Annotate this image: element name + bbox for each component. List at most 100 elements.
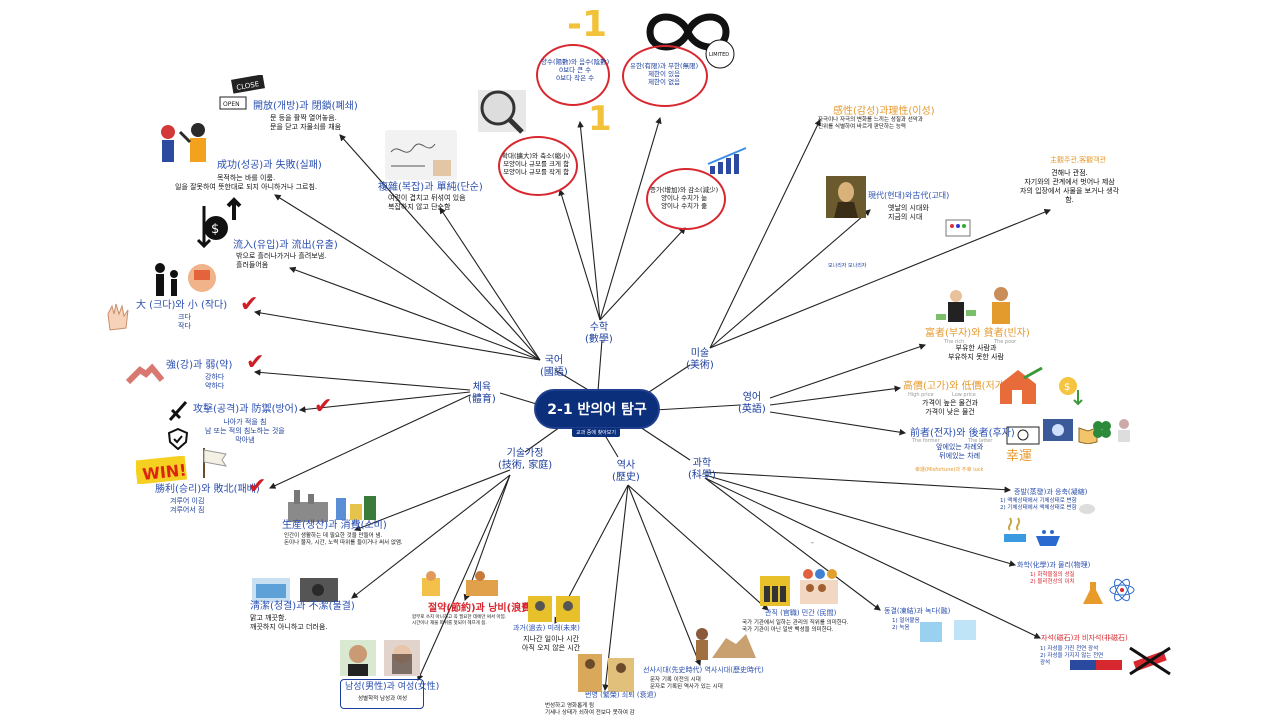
desc-prosper-decline: 번성하고 영화롭게 됨 기세나 상태가 쇠하여 전보다 못하여 감 bbox=[545, 703, 635, 717]
house-price-icon bbox=[996, 366, 1046, 406]
topic-official-civilian[interactable]: 관직 (官職) 민간 (民間) bbox=[765, 609, 837, 617]
desc-clean-dirty: 맑고 깨끗함. 깨끗하지 아니하고 더러움. bbox=[250, 614, 328, 632]
text-finite-infinite: 유한(有限)과 무한(無限) 제한이 있음 제한이 없음 bbox=[630, 62, 699, 87]
topic-success-fail[interactable]: 成功(성공)과 失敗(실패) bbox=[217, 160, 322, 171]
branch-korean-label: 국어 (國語) bbox=[540, 355, 568, 378]
branch-history-label: 역사 (歷史) bbox=[612, 460, 640, 483]
rich-man-icon bbox=[934, 288, 978, 330]
man-photo bbox=[340, 640, 376, 676]
desc-open-close: 문 등을 활짝 열어놓음. 문을 닫고 자물쇠를 채움 bbox=[270, 114, 342, 132]
science-dash: - bbox=[811, 538, 814, 547]
flask-icon bbox=[1082, 580, 1104, 606]
en-poor: The poor bbox=[994, 339, 1017, 345]
book-icon bbox=[1078, 424, 1098, 445]
topic-prosper-decline[interactable]: 번영 (繁榮) 쇠퇴 (衰退) bbox=[585, 691, 657, 699]
topic-evap-cond[interactable]: 증발(蒸發)과 응축(凝縮) bbox=[1014, 488, 1088, 496]
topic-magnet[interactable]: 자석(磁石)과 비자석(非磁石) bbox=[1041, 634, 1128, 642]
circle-increase-decrease[interactable] bbox=[646, 168, 726, 230]
svg-text:$: $ bbox=[211, 222, 219, 237]
arm-wrestle-icon bbox=[125, 360, 165, 386]
branch-art[interactable]: 미술 (美術) bbox=[686, 348, 714, 372]
en-rich: The rich bbox=[944, 339, 965, 345]
sword-icon bbox=[168, 400, 188, 422]
desc-past-future: 지나간 일이나 시간 아직 오지 않은 시간 bbox=[522, 635, 581, 653]
text-increase-decrease: 증가(增加)와 감소(減少) 양이나 수치가 늚 양이나 수치가 줆 bbox=[650, 186, 719, 211]
desc-win-lose: 겨루어 이김 겨루어서 짐 bbox=[170, 497, 205, 515]
officials-icon bbox=[760, 576, 840, 606]
topic-strong-weak[interactable]: 強(강)과 弱(약) bbox=[166, 360, 233, 371]
hand-icon bbox=[104, 300, 134, 332]
topic-rich-poor[interactable]: 富者(부자)와 貧者(빈자) bbox=[925, 328, 1030, 339]
condense-icon bbox=[1034, 528, 1062, 548]
handwriting-icon bbox=[385, 130, 457, 180]
crossed-magnet-icon bbox=[1126, 644, 1174, 678]
one-text: 1 bbox=[588, 99, 610, 134]
topic-male-female: 남성(男性)과 여성(女性) bbox=[345, 682, 440, 692]
branch-pe-label: 체육 (體育) bbox=[468, 382, 496, 405]
topic-chem-phys[interactable]: 화학(化學)과 물리(物理) bbox=[1017, 561, 1091, 569]
checkmark-icon: ✔ bbox=[240, 292, 259, 317]
branch-history[interactable]: 역사 (歷史) bbox=[612, 460, 640, 484]
branch-science[interactable]: 과학 (科學) bbox=[688, 458, 716, 482]
center-node[interactable]: 2-1 반의어 탐구 bbox=[536, 391, 658, 427]
infinity-icon: LIMITED bbox=[640, 4, 736, 70]
circle-finite-infinite[interactable] bbox=[622, 45, 708, 107]
growth-chart-icon bbox=[706, 144, 752, 176]
branch-english[interactable]: 영어 (英語) bbox=[738, 392, 766, 416]
crowd-icon bbox=[800, 566, 840, 586]
branch-tech[interactable]: 기술가정 (技術, 家庭) bbox=[498, 448, 552, 472]
topic-modern-ancient[interactable]: 現代(현대)와古代(고대) bbox=[868, 191, 950, 200]
desc-attack-defense: 나아가 적을 침 남 또는 적의 침노하는 것을 막아냄 bbox=[205, 418, 285, 445]
limited-text: LIMITED bbox=[709, 52, 729, 58]
desc-produce-consume: 인간이 생활하는 데 필요한 것을 만들어 냄. 돈이나 물자, 시간, 노력 … bbox=[284, 533, 403, 547]
topic-subjective[interactable]: 主觀주관,客觀객관 bbox=[1050, 156, 1106, 164]
topic-high-low[interactable]: 高價(고가)와 低價(저가) bbox=[903, 381, 1008, 392]
one-icon: 1 bbox=[588, 98, 612, 139]
desc-sense-reason: 자극이나 자극의 변화를 느끼는 성질과 선악과 진위를 식별하여 바르게 판단… bbox=[818, 117, 923, 131]
circle-plus-minus[interactable] bbox=[536, 44, 610, 106]
topic-produce-consume[interactable]: 生産(생산)과 消費(소비) bbox=[282, 520, 387, 531]
minus-one-text: -1 bbox=[567, 4, 607, 42]
topic-attack-defense[interactable]: 攻擊(공격)과 防禦(방어) bbox=[193, 404, 298, 415]
close-sign-text: CLOSE bbox=[236, 80, 260, 92]
topic-freeze-melt[interactable]: 동결(凍結)과 녹다(融) bbox=[884, 607, 951, 615]
clean-dirty-photo bbox=[252, 578, 342, 602]
en-latter: The latter bbox=[968, 438, 993, 444]
topic-complex-simple[interactable]: 複雜(복잡)과 單純(단순) bbox=[378, 182, 483, 193]
branch-tech-label: 기술가정 (技術, 家庭) bbox=[498, 448, 553, 471]
topic-former-latter[interactable]: 前者(전자)와 後者(후자) bbox=[910, 428, 1015, 439]
branch-math[interactable]: 수학 (數學) bbox=[585, 322, 613, 346]
topic-win-lose[interactable]: 勝利(승리)와 敗北(패배) bbox=[155, 484, 260, 495]
cloud-icon bbox=[1078, 500, 1096, 514]
desc-official-civilian: 국가 기관에서 일하는 관리의 직위를 의미한다. 국가 기관이 아닌 일반 백… bbox=[742, 620, 849, 634]
branch-korean[interactable]: 국어 (國語) bbox=[540, 355, 568, 379]
topic-clean-dirty[interactable]: 淸潔(청결)과 不潔(불결) bbox=[250, 601, 355, 612]
branch-pe[interactable]: 체육 (體育) bbox=[468, 382, 496, 406]
money-saving-icon bbox=[418, 570, 502, 600]
clover-icon bbox=[1090, 418, 1114, 440]
topic-inflow-outflow[interactable]: 流入(유입)과 流出(유출) bbox=[233, 240, 338, 251]
shield-icon bbox=[167, 427, 189, 451]
topic-past-future[interactable]: 과거(過去) 미래(未來) bbox=[513, 624, 580, 632]
topic-big-small[interactable]: 大 (크다)와 小 (작다) bbox=[136, 300, 228, 311]
topic-open-close[interactable]: 開放(개방)과 閉鎖(폐쇄) bbox=[253, 101, 358, 112]
text-enlarge-reduce: 확대(擴大)와 축소(縮小) 모양이나 규모를 크게 함 모양이나 규모를 작게… bbox=[502, 152, 571, 177]
checkmark-icon: ✔ bbox=[314, 394, 333, 419]
luck-note: 幸運(Misfortune)과 不幸 luck bbox=[915, 467, 984, 473]
desc-evap-cond: 1) 액체상태에서 기체상태로 변함 2) 기체상태에서 액체상태로 변함 bbox=[1000, 498, 1077, 512]
white-flag-icon bbox=[200, 446, 230, 480]
topic-sense-reason[interactable]: 感性(감성)과理性(이성) bbox=[833, 106, 935, 117]
atom-icon bbox=[1108, 576, 1136, 604]
male-female-box[interactable] bbox=[340, 679, 424, 709]
people-icon bbox=[150, 120, 220, 172]
branch-math-label: 수학 (數學) bbox=[585, 322, 613, 345]
monitor-icon bbox=[1042, 418, 1074, 448]
desc-former-latter: 앞에있는 차례와 뒤에있는 차례 bbox=[936, 443, 984, 461]
circle-enlarge-reduce[interactable] bbox=[498, 136, 578, 196]
topic-thrift-waste[interactable]: 절약(節約)과 낭비(浪費) bbox=[428, 603, 536, 614]
dollar-arrows-icon: $ bbox=[196, 196, 246, 252]
mona-lisa-icon bbox=[826, 176, 866, 218]
topic-prehistoric[interactable]: 선사시대(先史時代) 역사시대(歷史時代) bbox=[643, 666, 764, 674]
